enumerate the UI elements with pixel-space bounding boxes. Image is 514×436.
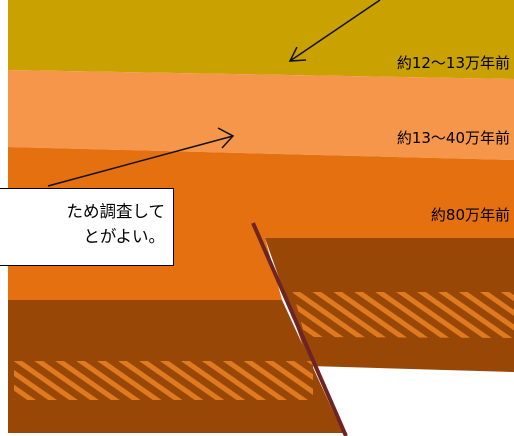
layer-label-lower: 約80万年前 bbox=[431, 206, 510, 224]
arrow-top bbox=[288, 0, 381, 62]
layer-label-top: 約12〜13万年前 bbox=[397, 54, 510, 72]
fault-line bbox=[251, 222, 348, 436]
callout-line-1: ため調査して bbox=[66, 202, 165, 221]
layer-middle bbox=[8, 70, 514, 160]
arrow-middle bbox=[47, 127, 235, 187]
hatched-layer-right bbox=[293, 292, 514, 338]
callout-box: ため調査して とがよい。 bbox=[0, 188, 174, 266]
hatched-layer-left bbox=[14, 361, 313, 400]
callout-line-2: とがよい。 bbox=[83, 227, 165, 246]
layer-top bbox=[8, 0, 514, 79]
layer-label-middle: 約13〜40万年前 bbox=[397, 129, 510, 147]
